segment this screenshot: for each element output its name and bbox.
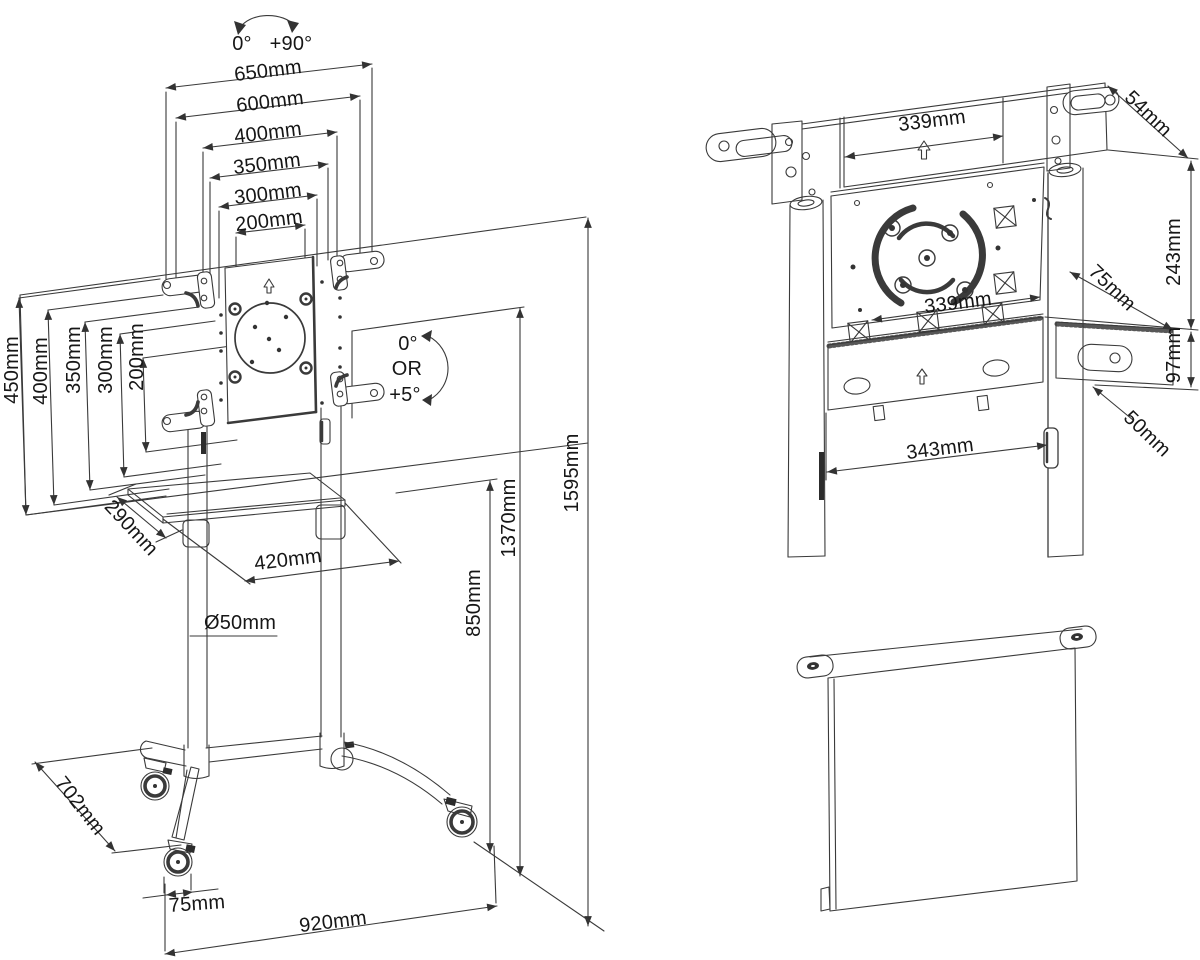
right-view-poles [787, 167, 1084, 558]
rotation-plate [830, 162, 1045, 344]
label-height-total: 1595mm [561, 433, 583, 513]
hook-bottom-right [330, 371, 385, 407]
label-height-350: 350mm [63, 326, 85, 394]
height-dimensions [351, 217, 605, 932]
mount-hooks [161, 250, 385, 433]
right-wing-arm [1046, 83, 1120, 178]
left-wing-arm [705, 120, 823, 211]
hook-top-left [161, 271, 216, 309]
up-arrow-icon [916, 368, 928, 385]
up-arrow-icon [263, 278, 275, 294]
label-height-mount: 1370mm [498, 478, 520, 558]
hook-bottom-left [161, 389, 216, 433]
left-pole [187, 424, 208, 749]
label-plate-travel: 243mm [1163, 218, 1185, 286]
right-view-dimensions [825, 85, 1199, 481]
top-beam [801, 82, 1108, 207]
left-height-dimensions [15, 278, 238, 516]
base-dimensions [31, 747, 498, 957]
tilt-rail-right [1054, 321, 1175, 386]
rotation-arc [234, 14, 299, 35]
label-height-200: 200mm [126, 323, 148, 391]
label-height-450: 450mm [1, 336, 23, 404]
label-rail-height: 97mm [1163, 326, 1185, 384]
tilt-rail-left [826, 313, 1045, 422]
hook-top-right [330, 250, 385, 291]
label-height-shelf: 850mm [463, 569, 485, 637]
label-tilt-0: 0° [398, 333, 418, 355]
label-tilt-or: OR [391, 358, 423, 380]
tilt-arc [421, 330, 449, 406]
up-arrow-icon [917, 140, 931, 160]
label-rotation-90: +90° [269, 33, 313, 55]
label-caster-size: 75mm [168, 891, 226, 917]
shelf [127, 472, 346, 548]
base-assembly [139, 732, 478, 877]
label-rotation-0: 0° [232, 33, 252, 55]
label-height-300: 300mm [95, 326, 117, 394]
cover-plate-part [796, 625, 1097, 912]
label-tilt-5: +5° [389, 384, 421, 406]
vesa-bracket-plate [219, 255, 342, 425]
shelf-dimensions [108, 483, 402, 637]
label-pole-diameter: Ø50mm [203, 612, 277, 634]
label-height-400: 400mm [30, 337, 52, 405]
